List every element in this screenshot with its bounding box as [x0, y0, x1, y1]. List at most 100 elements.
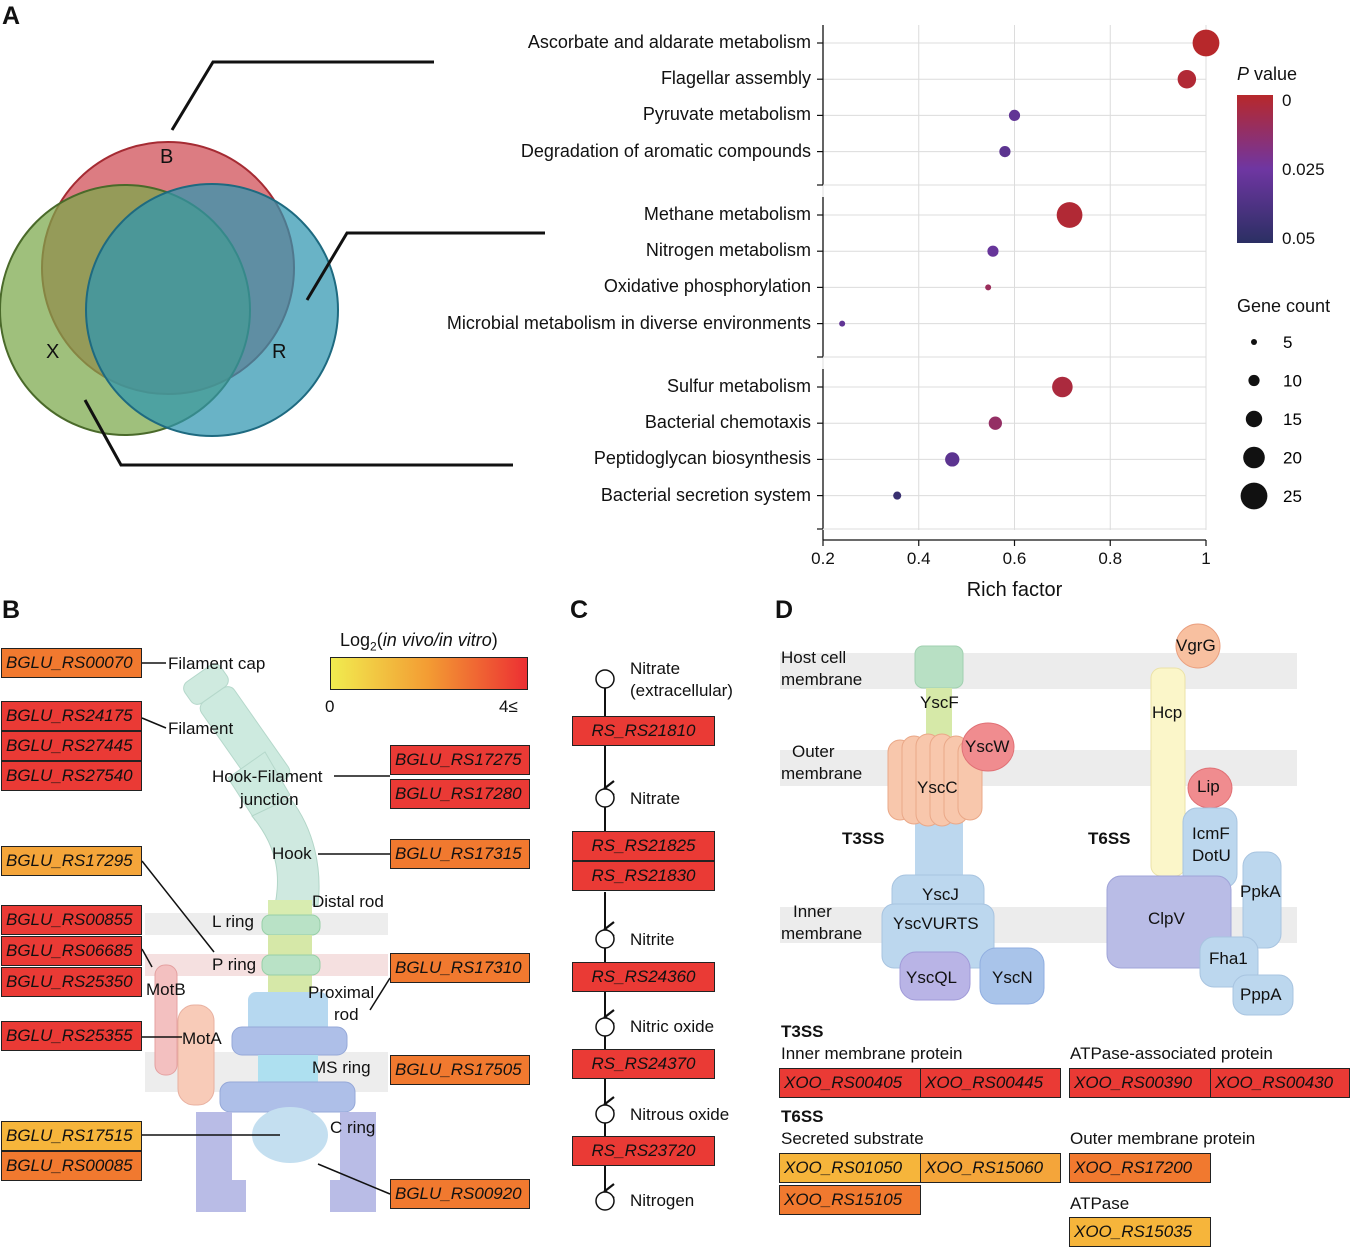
table-outer-membrane: Outer membrane protein [1070, 1129, 1256, 1148]
pppa-shape [1232, 974, 1294, 1016]
gene-count-label: 5 [1283, 333, 1292, 352]
gene-box: BGLU_RS27540 [1, 761, 142, 791]
category-label: Peptidoglycan biosynthesis [593, 448, 811, 469]
label-hook: Hook [272, 844, 312, 863]
label-l-ring: L ring [212, 912, 254, 931]
data-point [1177, 69, 1197, 89]
label-ppka: PpkA [1240, 882, 1281, 901]
pvalue-legend-title: P value [1237, 64, 1298, 84]
label-mota: MotA [182, 1029, 222, 1048]
pvalue-colorbar [1237, 95, 1273, 243]
ppka-shape [1242, 851, 1282, 949]
label-yscn: YscN [992, 968, 1033, 987]
gene-box: RS_RS24370 [572, 1049, 715, 1079]
gene-box: BGLU_RS17310 [390, 953, 530, 983]
gene-count-marker [1240, 482, 1268, 510]
x-tick-label: 1 [1201, 549, 1210, 568]
label-yscc: YscC [917, 778, 958, 797]
table-atpase-assoc: ATPase-associated protein [1070, 1044, 1273, 1063]
gene-box: BGLU_RS17275 [390, 745, 530, 775]
l-ring-shape [261, 914, 321, 936]
node-nitrogen [595, 1191, 615, 1211]
data-point [893, 491, 902, 500]
label-yscw: YscW [965, 737, 1010, 756]
gene-box: XOO_RS00390 [1069, 1068, 1211, 1098]
label-filament: Filament [168, 719, 234, 738]
pvalue-tick-0: 0 [1282, 91, 1292, 110]
gene-count-marker [1245, 410, 1263, 428]
pvalue-tick-005: 0.05 [1282, 229, 1316, 248]
label-t6ss: T6SS [1088, 829, 1131, 848]
gene-box: RS_RS21825 [572, 831, 715, 861]
category-label: Bacterial secretion system [600, 484, 811, 505]
label-outer1: Outer [792, 742, 835, 761]
panel-label-b: B [2, 596, 21, 624]
gene-box: BGLU_RS06685 [1, 936, 142, 966]
gene-box: BGLU_RS00085 [1, 1151, 142, 1181]
data-point [1056, 202, 1083, 228]
fha1-shape [1199, 936, 1259, 988]
c-ring-export [252, 1107, 328, 1163]
c-ring-right [330, 1112, 376, 1212]
gene-count-label: 10 [1283, 372, 1302, 391]
label-yscj: YscJ [922, 885, 959, 904]
gene-box: XOO_RS15060 [920, 1153, 1061, 1183]
label-pppa: PppA [1240, 985, 1282, 1004]
x-tick-label: 0.6 [1003, 549, 1027, 568]
gene-box: XOO_RS00445 [920, 1068, 1061, 1098]
panel-label-a: A [2, 2, 21, 30]
category-label: Pyruvate metabolism [642, 104, 811, 125]
pvalue-tick-0025: 0.025 [1282, 160, 1325, 179]
label-c-ring: C ring [330, 1118, 376, 1137]
gene-box: BGLU_RS17515 [1, 1121, 142, 1151]
flagellum-diagram [141, 662, 391, 1212]
node-nitric-oxide [595, 1017, 615, 1037]
label-t3ss: T3SS [842, 829, 885, 848]
label-yscvurts: YscVURTS [893, 914, 979, 933]
data-point [839, 320, 846, 327]
label-hook-filament: Hook-Filament [212, 767, 323, 786]
ms-ring-shape [231, 1026, 348, 1056]
label-motb: MotB [146, 980, 186, 999]
category-label: Bacterial chemotaxis [644, 412, 811, 433]
label-host1: Host cell [781, 648, 847, 667]
mota-shape [177, 1004, 215, 1106]
gene-box: BGLU_RS27445 [1, 731, 142, 761]
gene-box: RS_RS21810 [572, 716, 715, 746]
label-p-ring: P ring [212, 955, 257, 974]
x-axis-title: Rich factor [967, 579, 1063, 601]
node-nitrite [595, 929, 615, 949]
gene-count-label: 25 [1283, 487, 1302, 506]
log2-scale-min: 0 [325, 697, 335, 716]
label-yscql: YscQL [906, 968, 958, 987]
data-point [999, 146, 1011, 158]
table-t6ss: T6SS [781, 1107, 824, 1126]
category-label: Methane metabolism [643, 204, 811, 224]
panel-label-c: C [570, 596, 589, 624]
category-label: Ascorbate and aldarate metabolism [527, 32, 811, 52]
gene-count-label: 15 [1283, 410, 1302, 429]
gene-box: BGLU_RS17315 [390, 839, 530, 869]
gene-box: RS_RS24360 [572, 962, 715, 992]
venn-label-x: X [46, 341, 60, 363]
panel-label-d: D [775, 596, 794, 624]
data-point [1052, 376, 1073, 398]
category-label: Degradation of aromatic compounds [520, 140, 811, 161]
venn-diagram [0, 60, 545, 467]
table-inner-membrane: Inner membrane protein [781, 1044, 963, 1063]
label-distal-rod: Distal rod [312, 892, 384, 911]
node-label: (extracellular) [630, 681, 733, 700]
gene-box: XOO_RS15035 [1069, 1217, 1211, 1247]
label-dotu: DotU [1192, 846, 1231, 865]
gene-box: BGLU_RS00855 [1, 905, 142, 935]
gene-box: BGLU_RS25355 [1, 1021, 142, 1051]
gene-box: XOO_RS00430 [1210, 1068, 1350, 1098]
log2-colorbar [330, 657, 528, 690]
c-ring-left [196, 1112, 246, 1212]
node-label: Nitrite [630, 930, 675, 949]
gene-count-marker [1243, 446, 1265, 469]
hook-filament-junction-shape [227, 751, 291, 821]
data-point [1192, 29, 1220, 57]
label-inner2: membrane [781, 924, 863, 943]
